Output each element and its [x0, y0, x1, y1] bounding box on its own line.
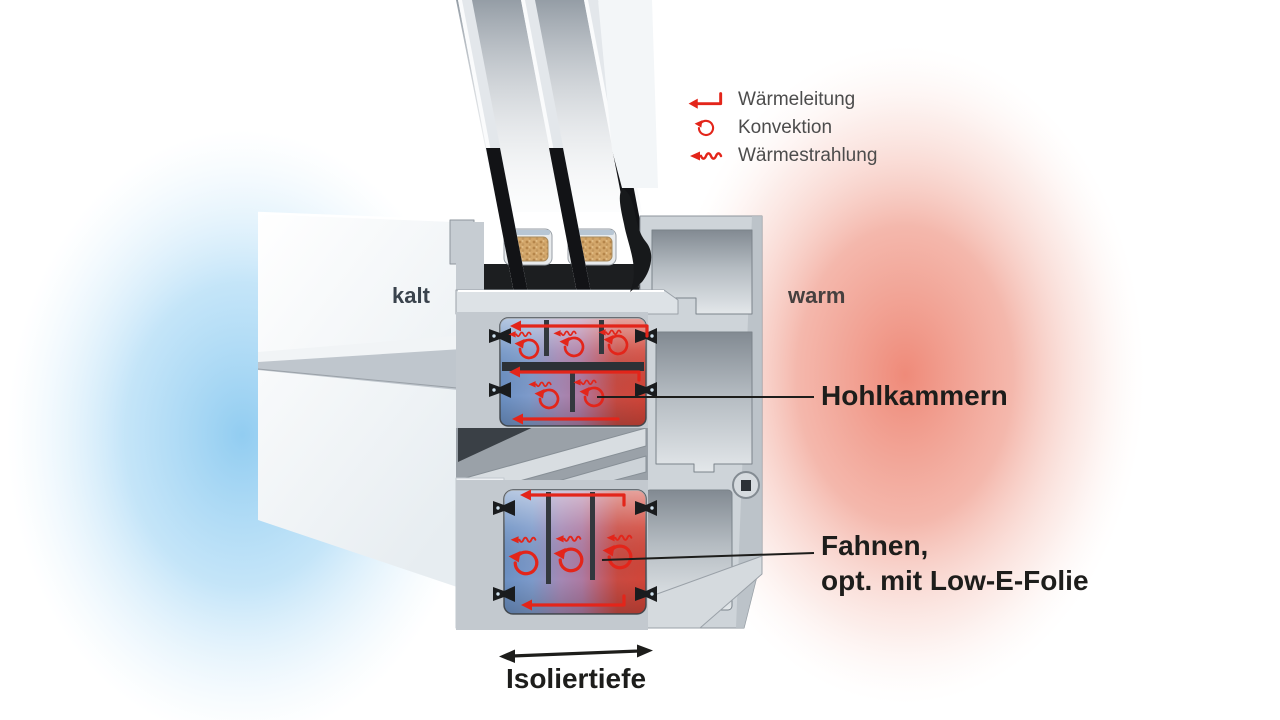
conduction-arrow-icon	[687, 92, 723, 111]
chamber-fin	[599, 320, 604, 354]
fahnen-label: Fahnen, opt. mit Low-E-Folie	[821, 528, 1089, 598]
conduction-arrowheads	[509, 320, 532, 611]
fahnen-chambers	[456, 480, 657, 630]
gasket-seals	[493, 500, 657, 602]
glass-panes	[456, 0, 658, 293]
callout-lines	[597, 396, 815, 561]
euro-groove	[732, 471, 760, 499]
cold-side-label: kalt	[392, 283, 430, 308]
convection-arrow-icon	[693, 119, 715, 137]
heat-arrows	[506, 320, 649, 611]
legend-item-convection: Konvektion	[686, 116, 877, 140]
chamber-fin	[546, 492, 551, 584]
legend-item-radiation: Wärmestrahlung	[686, 144, 877, 168]
glass-pane	[458, 0, 528, 293]
fahnen-callout-line	[601, 552, 815, 561]
heat-transfer-legend: Wärmeleitung Konvektion Wärmestrahlung	[686, 88, 877, 168]
chamber-fin	[570, 372, 575, 412]
gasket-seals	[489, 328, 657, 398]
radiation-arrow-icon	[688, 150, 723, 162]
frame-right-block	[639, 215, 763, 629]
warm-side-label: warm	[788, 283, 846, 308]
legend-label: Konvektion	[738, 117, 833, 138]
dimension-arrow	[499, 644, 653, 663]
chamber-fin	[590, 492, 595, 580]
isoliertiefe-label: Isoliertiefe	[505, 663, 647, 694]
hohlkammern-label: Hohlkammern	[821, 380, 1008, 411]
legend-label: Wärmeleitung	[738, 89, 856, 110]
fahnen-label-line1: Fahnen,	[821, 530, 929, 561]
conduction-arrows	[516, 324, 649, 607]
glass-pane	[521, 0, 591, 293]
flipper-gasket	[619, 188, 652, 292]
drip-ledge	[257, 334, 479, 392]
fahnen-label-line2: opt. mit Low-E-Folie	[821, 565, 1089, 596]
chamber-fin	[544, 320, 549, 356]
legend-item-conduction: Wärmeleitung	[686, 88, 877, 112]
hohlkammern-chambers	[456, 312, 657, 428]
sash-top-face	[598, 0, 658, 188]
legend-label: Wärmestrahlung	[738, 145, 878, 166]
